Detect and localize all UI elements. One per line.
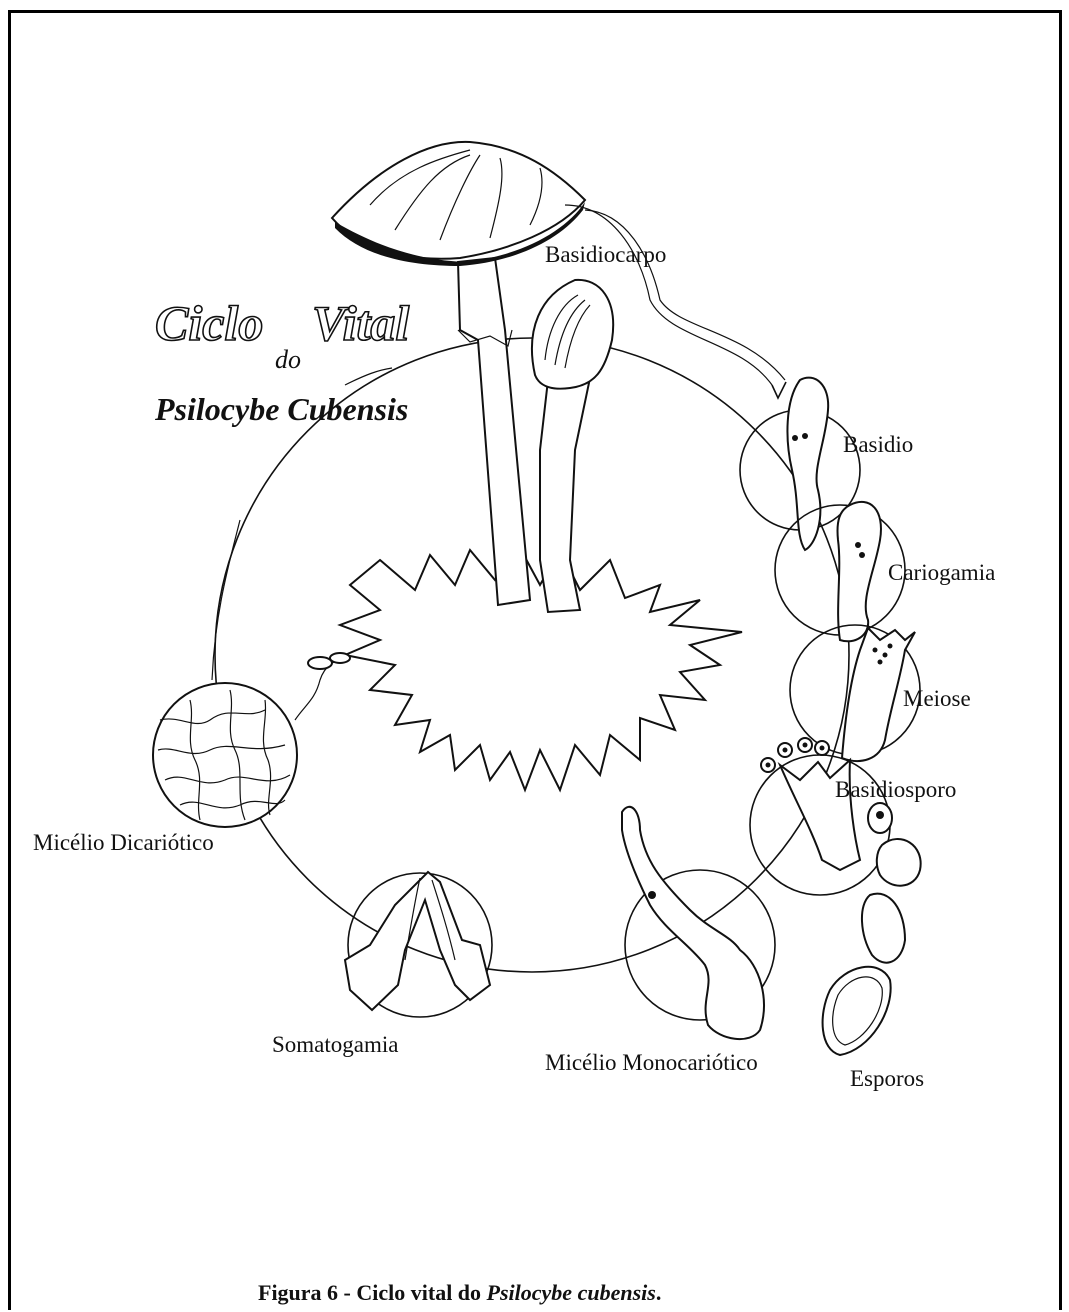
mushroom-illustration <box>332 142 786 790</box>
micelio-dicariotico-illustration <box>153 653 350 827</box>
label-esporos: Esporos <box>850 1066 924 1091</box>
figure-caption: Figura 6 - Ciclo vital do Psilocybe cube… <box>258 1280 661 1306</box>
label-meiose: Meiose <box>903 686 971 711</box>
caption-prefix: Figura 6 - Ciclo vital do <box>258 1280 487 1305</box>
caption-species: Psilocybe cubensis <box>487 1280 656 1305</box>
title-word-vital: Vital <box>312 295 409 351</box>
cariogamia-illustration <box>775 502 905 641</box>
young-stipe <box>540 378 590 612</box>
label-micelio-monocariotico: Micélio Monocariótico <box>545 1050 758 1075</box>
caption-suffix: . <box>656 1280 662 1305</box>
somatogamia-illustration <box>345 872 492 1017</box>
title-word-ciclo: Ciclo <box>155 295 263 351</box>
label-somatogamia: Somatogamia <box>272 1032 398 1057</box>
title-do: do <box>275 345 301 374</box>
arrow-head <box>772 382 786 398</box>
label-basidiosporo: Basidiosporo <box>835 777 956 802</box>
label-basidio: Basidio <box>843 432 913 457</box>
label-cariogamia: Cariogamia <box>888 560 995 585</box>
title-swash <box>345 368 392 385</box>
mycelium-mat <box>340 548 742 790</box>
title-species: Psilocybe Cubensis <box>154 391 408 427</box>
label-basidiocarpo: Basidiocarpo <box>545 242 666 267</box>
arrow-to-basidio-2 <box>585 210 785 380</box>
label-micelio-dicariotico: Micélio Dicariótico <box>33 830 214 855</box>
young-cap <box>532 280 613 389</box>
